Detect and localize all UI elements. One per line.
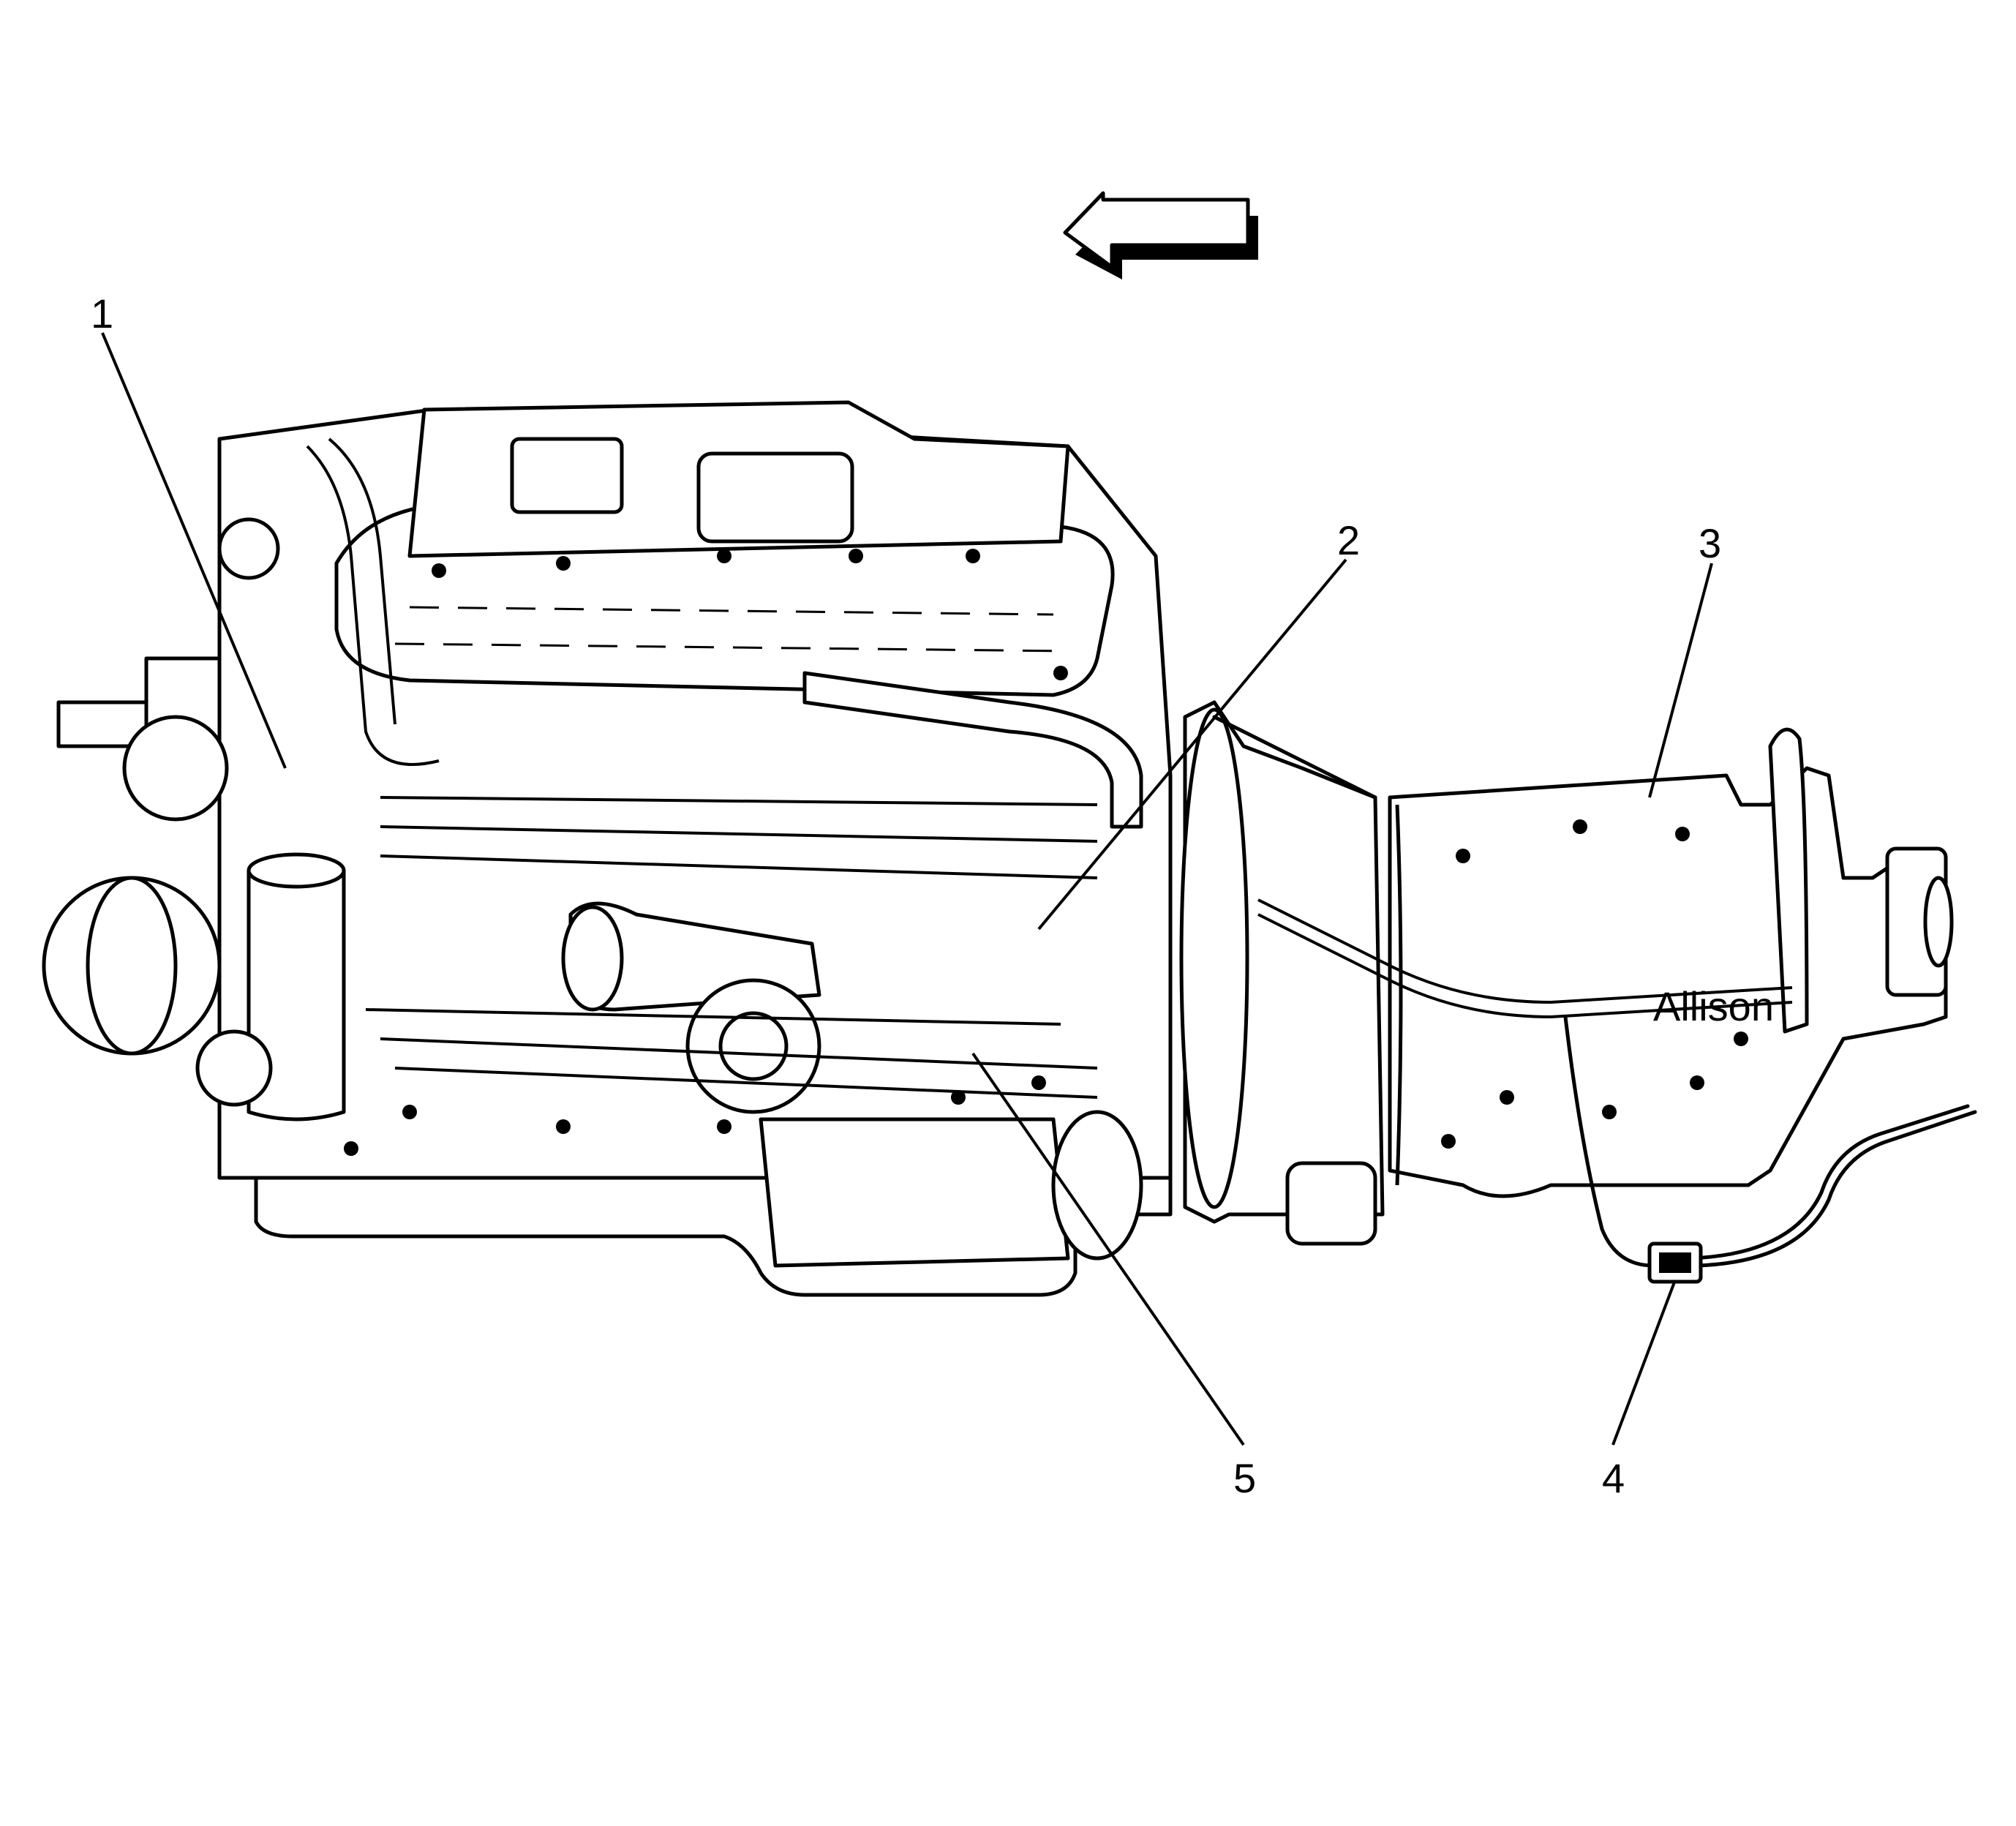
allison-casting-text: Allison (1653, 983, 1774, 1029)
callout-1-label: 1 (91, 290, 113, 337)
direction-arrow-icon (1063, 191, 1258, 279)
callout-2-label: 2 (1337, 517, 1360, 563)
callout-2-leader (1037, 558, 1347, 931)
wiring-harness-icon (1563, 1015, 1977, 1268)
callout-3-label: 3 (1699, 520, 1721, 566)
callout-5-leader (971, 1052, 1245, 1446)
callout-1-leader (101, 332, 287, 769)
transmission-icon: Allison (1257, 727, 1954, 1198)
callout-4-leader (1611, 1280, 1677, 1446)
harness-connector-icon (1647, 1241, 1703, 1284)
bell-housing-icon (1179, 700, 1385, 1246)
callout-5-label: 5 (1233, 1455, 1256, 1501)
callout-4-label: 4 (1602, 1455, 1625, 1501)
callout-3-leader (1648, 563, 1713, 798)
engine-block-icon (42, 400, 1173, 1297)
